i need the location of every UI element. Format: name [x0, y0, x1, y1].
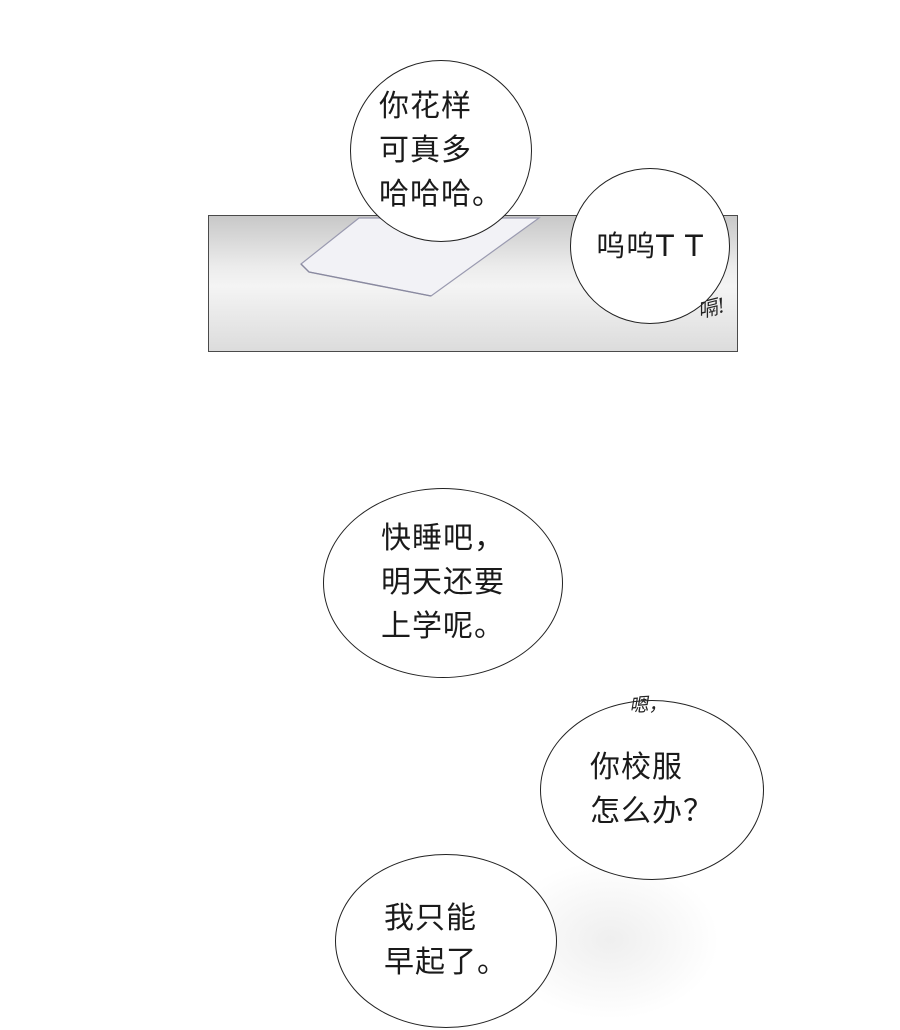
speech-bubble-3: 快睡吧， 明天还要 上学呢。: [323, 488, 563, 678]
speech-text-2: 呜呜T T: [596, 229, 704, 263]
paper-sheet-illustration: [300, 217, 541, 297]
speech-text-4: 你校服 怎么办？: [590, 750, 714, 829]
speech-text-5: 我只能 早起了。: [384, 901, 508, 980]
speech-text-1: 你花样 可真多 哈哈哈。: [379, 89, 503, 212]
speech-bubble-5: 我只能 早起了。: [335, 854, 557, 1028]
speech-bubble-4: 你校服 怎么办？: [540, 700, 764, 880]
sound-effect-hmm: 嗯，: [628, 692, 668, 718]
paper-edge: [300, 263, 432, 297]
speech-bubble-1: 你花样 可真多 哈哈哈。: [350, 60, 532, 242]
speech-bubble-2: 呜呜T T: [570, 168, 730, 324]
speech-text-3: 快睡吧， 明天还要 上学呢。: [381, 521, 505, 644]
